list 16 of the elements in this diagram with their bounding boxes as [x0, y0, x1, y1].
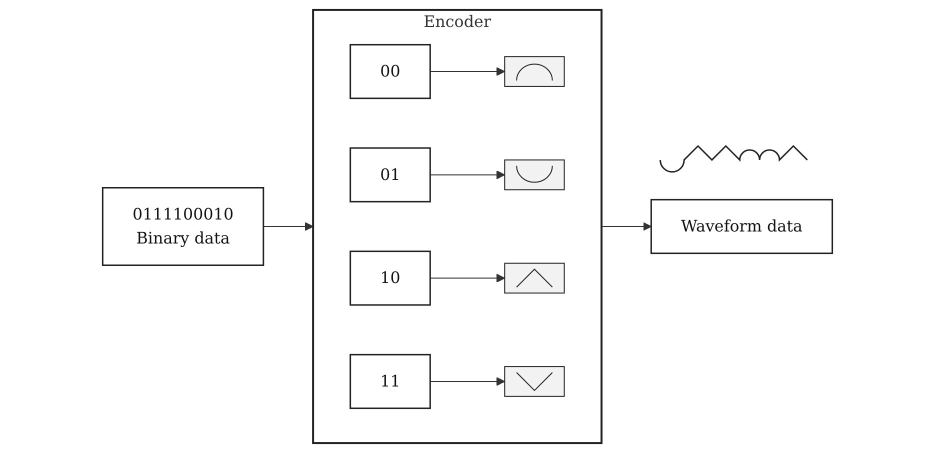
node-picture — [504, 56, 565, 87]
node-box: 0111100010 Binary data — [102, 187, 264, 266]
arrow — [601, 222, 652, 231]
arrow — [430, 170, 506, 180]
node-picture — [504, 262, 565, 294]
node-box: 00 — [350, 44, 431, 100]
arrow — [430, 377, 506, 386]
node-picture — [504, 159, 565, 190]
node-box: 11 — [350, 354, 431, 410]
node-box: 01 — [350, 147, 431, 202]
arrow — [430, 67, 506, 76]
node-picture — [504, 366, 565, 397]
node-box: Waveform data — [650, 198, 834, 254]
node-box: 10 — [350, 250, 431, 306]
arrow — [262, 222, 314, 231]
arrow — [430, 274, 506, 283]
